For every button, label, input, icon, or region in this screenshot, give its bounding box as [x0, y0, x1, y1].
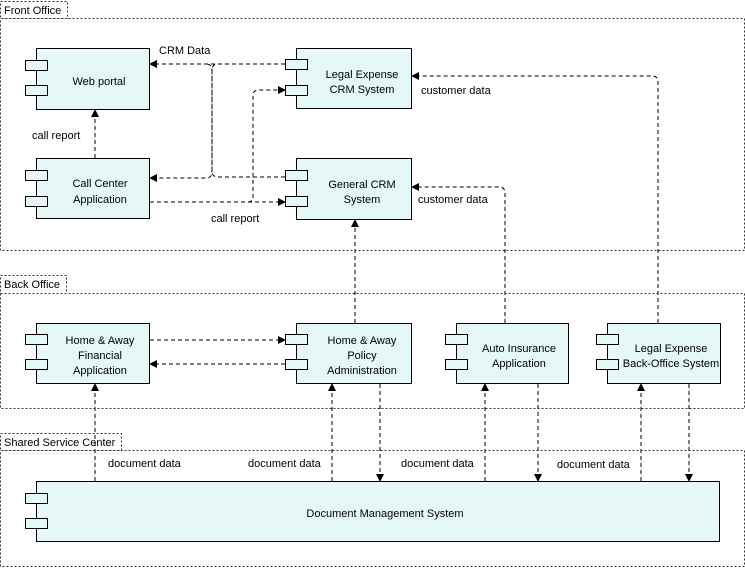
component-port-icon [25, 60, 48, 71]
component-call-center[interactable]: Call Center Application [25, 158, 150, 219]
component-port-icon [25, 518, 48, 529]
component-label: Home & Away [328, 335, 397, 347]
component-port-icon [596, 359, 619, 370]
group-shared-service-center: Shared Service Center [0, 433, 745, 567]
group-front-office-title: Front Office [4, 5, 61, 17]
edge-legal-backoffice-to-legal-crm [411, 72, 659, 323]
label-crm-data: CRM Data [159, 45, 211, 57]
label-document-data-legal: document data [557, 459, 631, 471]
label-document-data-policy: document data [248, 458, 322, 470]
component-label: Policy [347, 350, 377, 362]
component-general-crm[interactable]: General CRM System [285, 158, 412, 220]
component-port-icon [25, 359, 48, 370]
component-label: Call Center [72, 178, 127, 190]
group-shared-service-center-title: Shared Service Center [4, 437, 116, 449]
component-label: Legal Expense [635, 343, 708, 355]
component-label: Application [73, 365, 127, 377]
component-label: Web portal [73, 76, 126, 88]
component-label: Administration [327, 365, 397, 377]
edge-call-center-to-legal-crm [150, 86, 286, 203]
component-label: Back-Office System [623, 358, 719, 370]
component-legal-expense-backoffice[interactable]: Legal Expense Back-Office System [596, 323, 721, 384]
component-port-icon [25, 170, 48, 181]
edge-general-crm-to-web-portal [205, 63, 285, 178]
component-port-icon [445, 334, 468, 345]
component-label: Legal Expense [326, 69, 399, 81]
component-label: Financial [78, 350, 122, 362]
component-port-icon [25, 334, 48, 345]
component-auto-insurance[interactable]: Auto Insurance Application [445, 323, 569, 384]
edge-legal-crm-to-call-center [149, 63, 285, 182]
component-port-icon [25, 85, 48, 96]
component-label: General CRM [328, 179, 395, 191]
component-document-management[interactable]: Document Management System [25, 481, 720, 542]
edge-auto-to-general-crm [411, 183, 506, 323]
label-call-report-web: call report [32, 130, 80, 142]
component-port-icon [445, 359, 468, 370]
component-label: Auto Insurance [482, 343, 556, 355]
group-back-office-title: Back Office [4, 279, 60, 291]
component-legal-expense-crm[interactable]: Legal Expense CRM System [285, 48, 412, 109]
label-customer-data-legal: customer data [421, 85, 492, 97]
label-call-report-general: call report [211, 213, 259, 225]
label-customer-data-auto: customer data [418, 194, 489, 206]
component-port-icon [285, 359, 308, 370]
connections [91, 60, 693, 482]
component-home-away-policy[interactable]: Home & Away Policy Administration [285, 323, 412, 384]
component-port-icon [25, 196, 48, 207]
edge-labels: CRM Data customer data call report call … [32, 45, 631, 471]
component-label: Document Management System [306, 508, 463, 520]
component-port-icon [596, 334, 619, 345]
component-port-icon [285, 85, 308, 96]
component-port-icon [285, 59, 308, 70]
component-label: Application [73, 194, 127, 206]
component-port-icon [285, 170, 308, 181]
component-label: Application [492, 358, 546, 370]
component-port-icon [285, 196, 308, 207]
component-home-away-financial[interactable]: Home & Away Financial Application [25, 323, 150, 384]
component-web-portal[interactable]: Web portal [25, 48, 150, 110]
component-label: Home & Away [66, 335, 135, 347]
label-document-data-financial: document data [108, 458, 182, 470]
component-label: System [344, 194, 381, 206]
component-label: CRM System [330, 84, 395, 96]
label-document-data-auto: document data [401, 458, 475, 470]
component-port-icon [285, 334, 308, 345]
component-port-icon [25, 493, 48, 504]
